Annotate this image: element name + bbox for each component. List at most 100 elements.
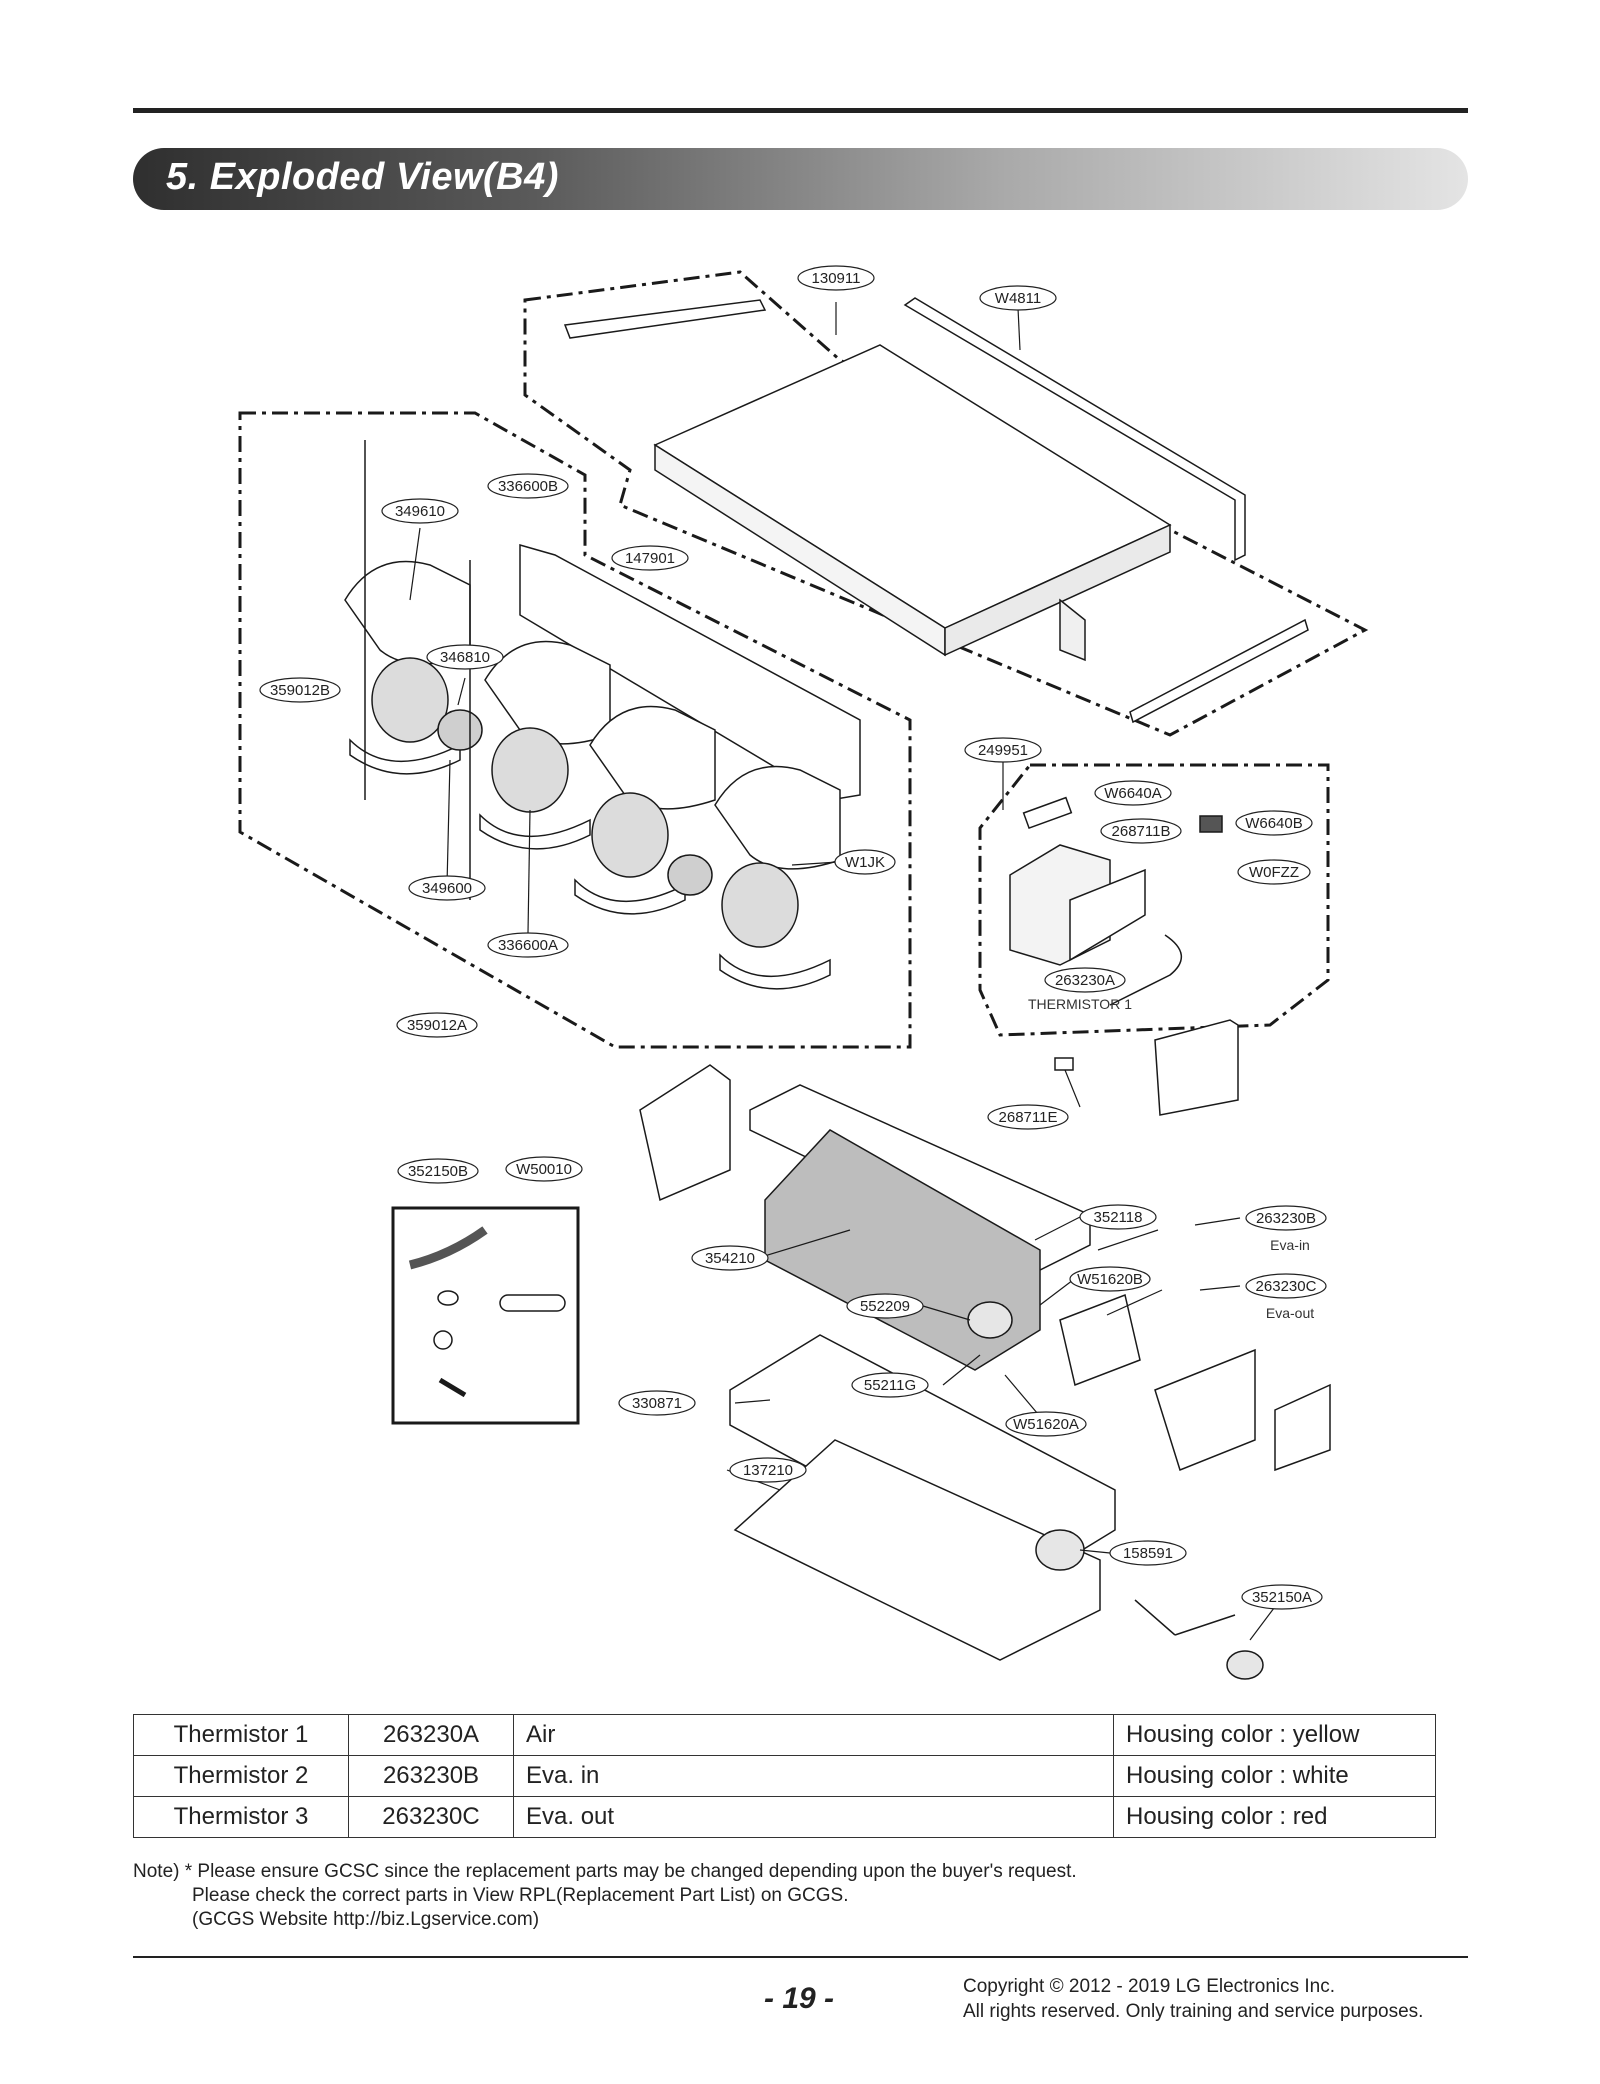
control-box-boundary (978, 763, 1330, 1037)
copyright-line: Copyright © 2012 - 2019 LG Electronics I… (963, 1976, 1336, 1997)
drain-hose (408, 1226, 488, 1270)
svg-text:249951: 249951 (978, 742, 1028, 759)
table-row: Thermistor 1 263230A Air Housing color :… (133, 1714, 1436, 1756)
svg-text:W6640A: W6640A (1104, 785, 1162, 802)
front-rail (563, 299, 767, 339)
copyright-notice: Copyright © 2012 - 2019 LG Electronics I… (963, 1974, 1423, 2024)
bracket (1059, 1293, 1141, 1387)
label-eva-in: Eva-in (1270, 1237, 1310, 1253)
label-147901: 147901 (611, 545, 689, 571)
exploded-view-diagram: 130911 W4811 336600B 349610 147901 34681… (238, 265, 1369, 1680)
label-352150a: 352150A (1241, 1584, 1323, 1610)
section-title: 5. Exploded View(B4) (166, 156, 559, 198)
svg-text:352118: 352118 (1094, 1209, 1143, 1226)
note-line: Note) * Please ensure GCSC since the rep… (133, 1861, 1077, 1882)
section-title-bar: 5. Exploded View(B4) (133, 148, 1468, 210)
label-w50010: W50010 (505, 1156, 583, 1182)
label-359012b: 359012B (259, 677, 341, 703)
fan-mounting-plate (519, 544, 861, 801)
blower-assembly (344, 440, 861, 990)
thermistor-housing: Housing color : white (1113, 1755, 1436, 1797)
thermistor-location: Eva. in (513, 1755, 1114, 1797)
pipe (499, 1294, 566, 1312)
note-line: Please check the correct parts in View R… (192, 1885, 849, 1906)
svg-text:55211G: 55211G (864, 1377, 916, 1394)
note-line: (GCGS Website http://biz.Lgservice.com) (192, 1909, 540, 1930)
drain-pump-outlet (1226, 1650, 1264, 1680)
fan-motor (667, 854, 713, 896)
bottom-rule (133, 1956, 1468, 1958)
label-w4811: W4811 (979, 285, 1057, 311)
side-panel-right (1154, 1348, 1256, 1471)
control-box-parts (1009, 796, 1239, 1116)
fan-wheel (591, 792, 669, 878)
fan-housing (714, 765, 841, 870)
thermistor-location: Eva. out (513, 1796, 1114, 1838)
label-263230c: 263230C (1245, 1273, 1327, 1299)
svg-text:W50010: W50010 (516, 1161, 572, 1178)
washer (437, 1290, 459, 1306)
svg-text:346810: 346810 (440, 649, 490, 666)
label-336600a: 336600A (487, 932, 569, 958)
thermistor-table: Thermistor 1 263230A Air Housing color :… (133, 1714, 1436, 1838)
label-263230b: 263230B (1245, 1205, 1327, 1231)
label-552209: 552209 (846, 1293, 924, 1319)
top-panel (749, 1084, 1091, 1271)
label-359012a: 359012A (396, 1012, 478, 1038)
fan-wheel (721, 862, 799, 948)
insulation (1274, 1383, 1331, 1472)
label-268711e: 268711E (987, 1104, 1069, 1130)
copyright-line: All rights reserved. Only training and s… (963, 2001, 1424, 2022)
label-137210: 137210 (729, 1457, 807, 1483)
label-w6640a: W6640A (1094, 780, 1172, 806)
fan-motor (437, 709, 483, 751)
clamp (433, 1330, 453, 1350)
svg-text:263230B: 263230B (1256, 1210, 1316, 1227)
svg-text:W51620B: W51620B (1077, 1271, 1143, 1288)
svg-text:359012B: 359012B (270, 682, 330, 699)
thermistor-part: 263230C (348, 1796, 514, 1838)
cover-plate (1154, 1019, 1239, 1116)
thermistor-part: 263230A (348, 1714, 514, 1756)
label-w51620a: W51620A (1005, 1411, 1087, 1437)
thermistor-name: Thermistor 1 (133, 1714, 349, 1756)
fan-housing (589, 705, 716, 810)
svg-text:552209: 552209 (860, 1298, 910, 1315)
label-354210: 354210 (691, 1245, 769, 1271)
label-w1jk: W1JK (834, 849, 896, 875)
side-filter (639, 1064, 731, 1202)
bottom-plate (733, 1439, 1101, 1661)
label-349610: 349610 (381, 498, 459, 524)
rear-rail (1129, 618, 1309, 724)
label-349600: 349600 (408, 875, 486, 901)
svg-text:147901: 147901 (625, 550, 675, 567)
label-268711b: 268711B (1100, 818, 1182, 844)
fan-wheel (371, 657, 449, 743)
top-cabinet (563, 297, 1309, 724)
side-panel (903, 297, 1246, 562)
thermistor-housing: Housing color : red (1113, 1796, 1436, 1838)
page-number: - 19 - (764, 1982, 835, 2015)
label-263230a: 263230A (1044, 967, 1126, 993)
svg-text:336600A: 336600A (498, 937, 558, 954)
thermistor-location: Air (513, 1714, 1114, 1756)
label-55211g: 55211G (851, 1372, 929, 1398)
label-eva-out: Eva-out (1266, 1305, 1314, 1321)
part-labels: 130911 W4811 336600B 349610 147901 34681… (259, 265, 1327, 1610)
label-249951: 249951 (964, 737, 1042, 763)
label-w6640b: W6640B (1235, 810, 1313, 836)
expansion-valve (967, 1301, 1013, 1339)
label-w0fzz: W0FZZ (1237, 859, 1311, 885)
svg-text:330871: 330871 (632, 1395, 682, 1412)
svg-text:W0FZZ: W0FZZ (1249, 864, 1299, 881)
label-352150b: 352150B (397, 1158, 479, 1184)
fan-wheel (491, 727, 569, 813)
screw (438, 1377, 467, 1398)
cabinet-group-boundary (523, 270, 1369, 737)
fan-group-boundary (238, 411, 912, 1049)
label-w51620b: W51620B (1069, 1266, 1151, 1292)
label-158591: 158591 (1109, 1540, 1187, 1566)
svg-text:W51620A: W51620A (1013, 1416, 1079, 1433)
svg-text:359012A: 359012A (407, 1017, 467, 1034)
label-352118: 352118 (1079, 1204, 1157, 1230)
